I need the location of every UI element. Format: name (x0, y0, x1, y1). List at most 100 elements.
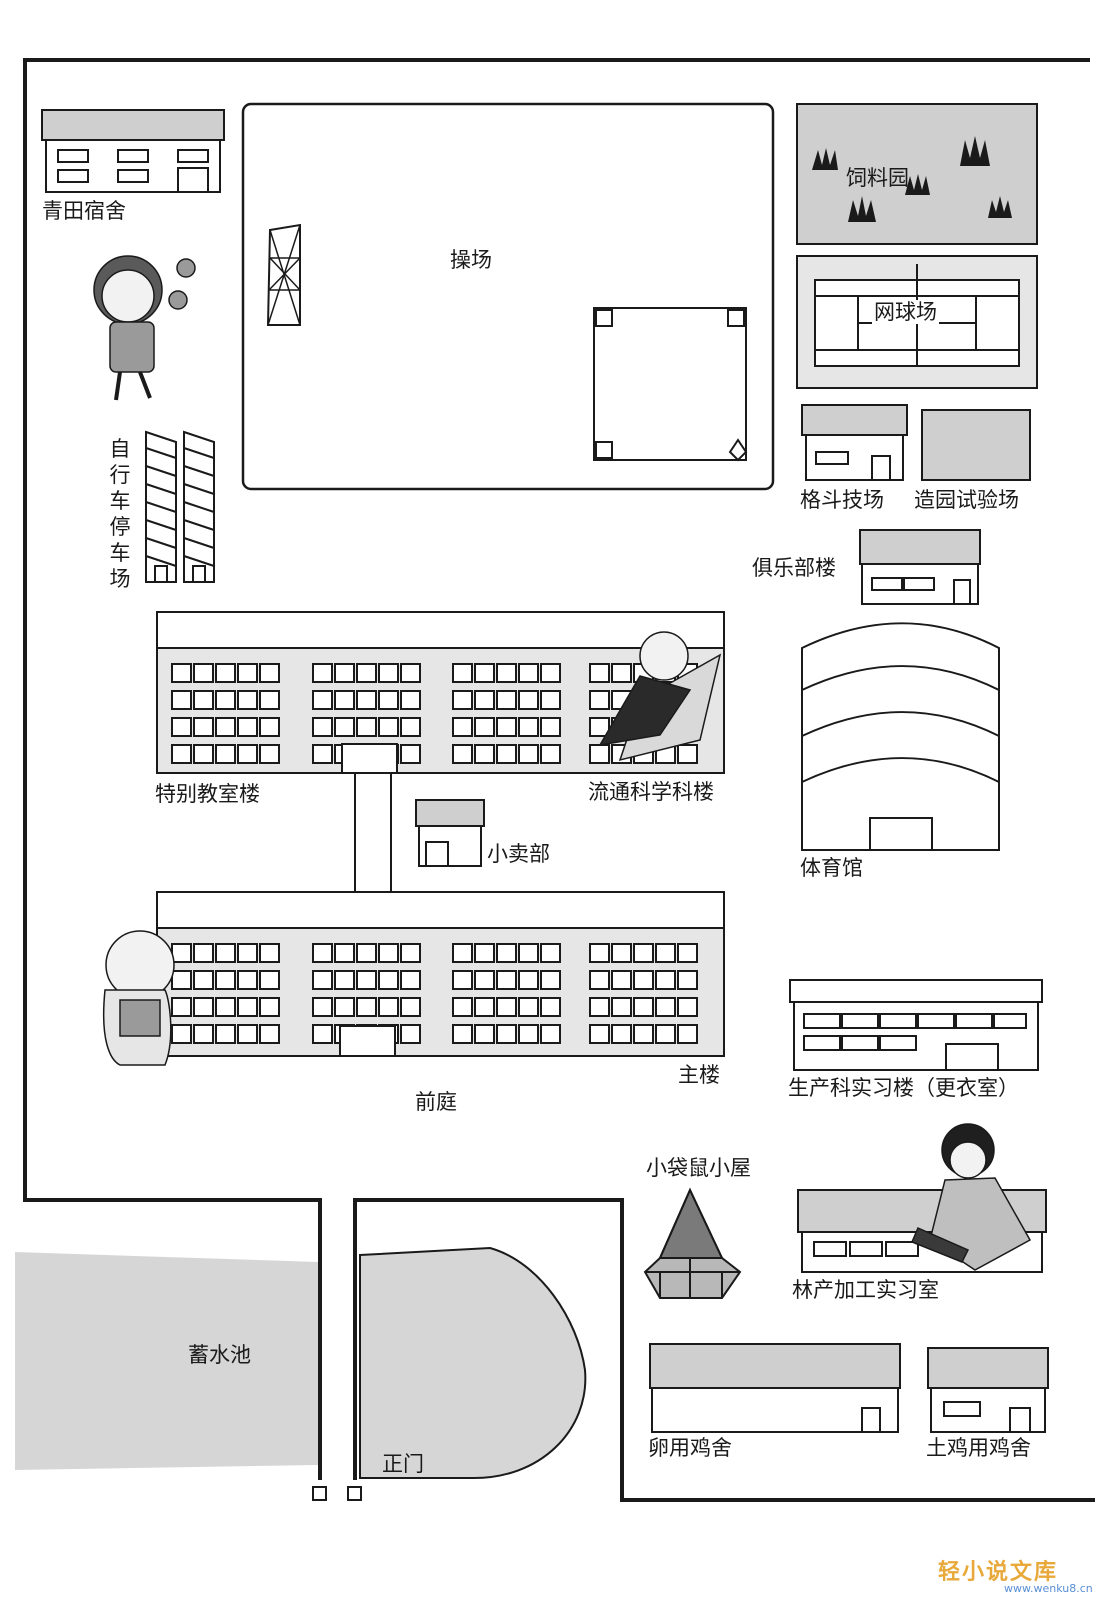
label-tennis-court: 网球场 (872, 300, 939, 324)
window (518, 663, 539, 683)
window (540, 744, 561, 764)
window (518, 744, 539, 764)
window (474, 663, 495, 683)
window (378, 997, 399, 1017)
window (474, 943, 495, 963)
window (589, 663, 610, 683)
gate-post-left (312, 1486, 327, 1501)
window (259, 717, 280, 737)
window (171, 690, 192, 710)
label-production-building: 生产科实习楼（更衣室） (788, 1076, 1019, 1100)
window (655, 970, 676, 990)
window (259, 744, 280, 764)
window (356, 943, 377, 963)
window (633, 997, 654, 1017)
character-figure-main (102, 930, 175, 1066)
label-distribution-science: 流通科学科楼 (588, 780, 714, 804)
window (518, 970, 539, 990)
window (474, 744, 495, 764)
window (589, 943, 610, 963)
window (518, 1024, 539, 1044)
window (259, 663, 280, 683)
window (356, 690, 377, 710)
window (540, 663, 561, 683)
window (611, 943, 632, 963)
window (215, 970, 236, 990)
window (356, 663, 377, 683)
hamster-house (643, 1187, 742, 1299)
production-building (789, 979, 1043, 1071)
window (378, 690, 399, 710)
window (518, 717, 539, 737)
window (215, 744, 236, 764)
window (334, 970, 355, 990)
window (400, 970, 421, 990)
window (655, 1024, 676, 1044)
main-building (156, 891, 725, 1057)
window (312, 744, 333, 764)
window (518, 690, 539, 710)
landscape-test-area (921, 409, 1031, 481)
window (334, 690, 355, 710)
window (312, 1024, 333, 1044)
character-figure-forestry (911, 1123, 1032, 1271)
window (171, 943, 192, 963)
campus-wall (23, 58, 1090, 1480)
window (611, 997, 632, 1017)
window (378, 943, 399, 963)
window (518, 997, 539, 1017)
window (496, 943, 517, 963)
window (452, 943, 473, 963)
window (677, 1024, 698, 1044)
window (452, 744, 473, 764)
window (215, 690, 236, 710)
window (655, 997, 676, 1017)
window (312, 690, 333, 710)
window (215, 997, 236, 1017)
window (496, 970, 517, 990)
window (356, 997, 377, 1017)
character-figure-dorm (93, 255, 196, 401)
window (312, 663, 333, 683)
window (237, 970, 258, 990)
window (237, 943, 258, 963)
window (215, 663, 236, 683)
gate-post-right (347, 1486, 362, 1501)
window (378, 970, 399, 990)
window (540, 717, 561, 737)
window (589, 1024, 610, 1044)
reservoir-area (15, 1252, 318, 1470)
window (334, 663, 355, 683)
window (171, 970, 192, 990)
window (237, 690, 258, 710)
window (540, 1024, 561, 1044)
window (611, 663, 632, 683)
window (171, 1024, 192, 1044)
window (237, 997, 258, 1017)
window (193, 690, 214, 710)
window (312, 970, 333, 990)
window (378, 717, 399, 737)
label-club-building: 俱乐部楼 (752, 556, 836, 580)
label-egg-coop: 卵用鸡舍 (648, 1436, 732, 1460)
window (171, 744, 192, 764)
window (334, 717, 355, 737)
window (677, 943, 698, 963)
window (356, 717, 377, 737)
label-martial-arts: 格斗技场 (800, 488, 884, 512)
window (237, 717, 258, 737)
label-landscape-test: 造园试验场 (914, 488, 1019, 512)
window (400, 690, 421, 710)
window (474, 970, 495, 990)
club-building (859, 529, 981, 605)
label-kiosk: 小卖部 (487, 842, 550, 866)
window (611, 1024, 632, 1044)
egg-coop-building (649, 1343, 901, 1433)
window (193, 717, 214, 737)
window (589, 744, 610, 764)
label-special-classroom: 特别教室楼 (155, 782, 260, 806)
window (312, 997, 333, 1017)
label-dorm: 青田宿舍 (42, 199, 126, 223)
label-forestry-room: 林产加工实习室 (792, 1278, 939, 1302)
